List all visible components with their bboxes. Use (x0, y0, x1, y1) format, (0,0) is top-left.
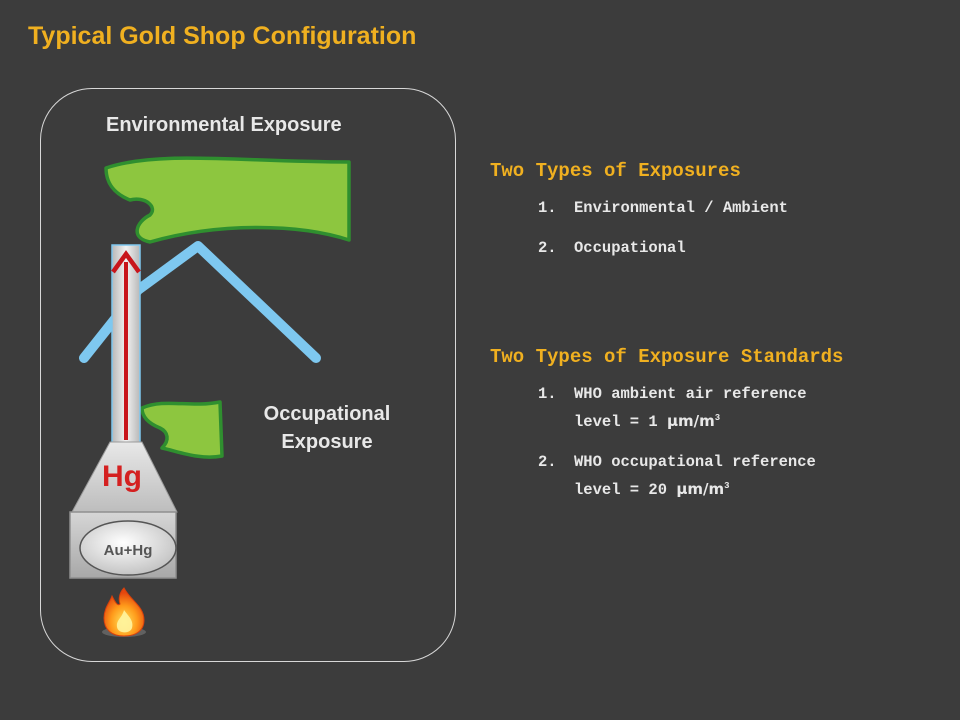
standard-item-text: WHO ambient air reference level = 1 µm/m… (574, 382, 938, 434)
diagram-frame (40, 88, 456, 662)
exposures-heading: Two Types of Exposures (490, 160, 741, 182)
standard-value: level = 20 (574, 481, 677, 500)
crucible-oval (79, 520, 177, 576)
standard-item-number: 1. (538, 385, 557, 403)
standard-line1: WHO occupational reference (574, 453, 816, 471)
arrow-head (111, 250, 141, 274)
roof-line (79, 241, 321, 363)
exposure-item-number: 2. (538, 239, 557, 257)
occupational-label-line1: Occupational (263, 403, 391, 425)
exposure-item-2: 2. Occupational (538, 236, 938, 260)
environmental-exposure-label: Environmental Exposure (106, 114, 342, 136)
exposure-item-text: Environmental / Ambient (574, 199, 788, 217)
standard-line2: level = 1 µm/m3 (574, 412, 721, 432)
crucible-label: Au+Hg (103, 541, 153, 559)
exposure-item-text: Occupational (574, 239, 686, 257)
environmental-plume (104, 156, 351, 244)
standard-unit: µm/m (676, 480, 725, 499)
standard-value: level = 1 (574, 413, 668, 432)
standard-unit-exponent: 3 (714, 413, 721, 423)
standard-item-2: 2. WHO occupational reference level = 20… (538, 450, 938, 502)
standard-line2: level = 20 µm/m3 (574, 480, 730, 500)
exposure-item-number: 1. (538, 199, 557, 217)
standard-item-number: 2. (538, 453, 557, 471)
page-title: Typical Gold Shop Configuration (28, 22, 417, 50)
standard-unit: µm/m (667, 412, 715, 431)
occupational-plume (140, 400, 224, 459)
standard-item-1: 1. WHO ambient air reference level = 1 µ… (538, 382, 938, 434)
flame-core (116, 610, 133, 633)
occupational-label-line2: Exposure (281, 431, 373, 453)
standard-item-text: WHO occupational reference level = 20 µm… (574, 450, 938, 502)
occupational-exposure-label: Occupational Exposure (232, 400, 422, 456)
standards-heading: Two Types of Exposure Standards (490, 346, 844, 368)
standard-line1: WHO ambient air reference (574, 385, 807, 403)
exposure-item-1: 1. Environmental / Ambient (538, 196, 938, 220)
standard-unit-exponent: 3 (724, 481, 730, 491)
mercury-label: Hg (102, 460, 142, 493)
hood (71, 441, 178, 513)
